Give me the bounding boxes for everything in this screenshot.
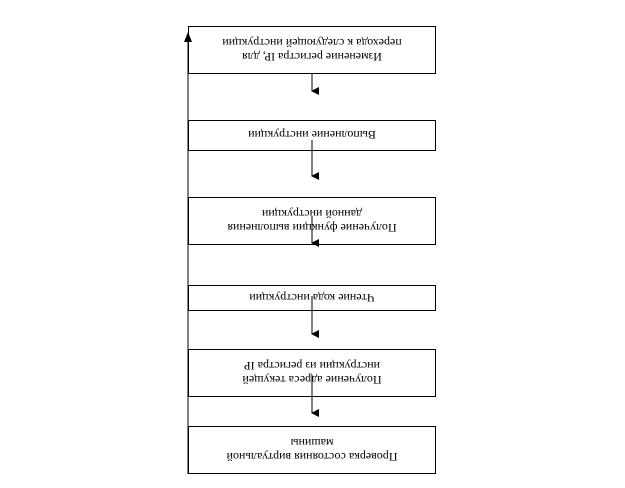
loop-back-arrow-icon bbox=[184, 32, 192, 42]
